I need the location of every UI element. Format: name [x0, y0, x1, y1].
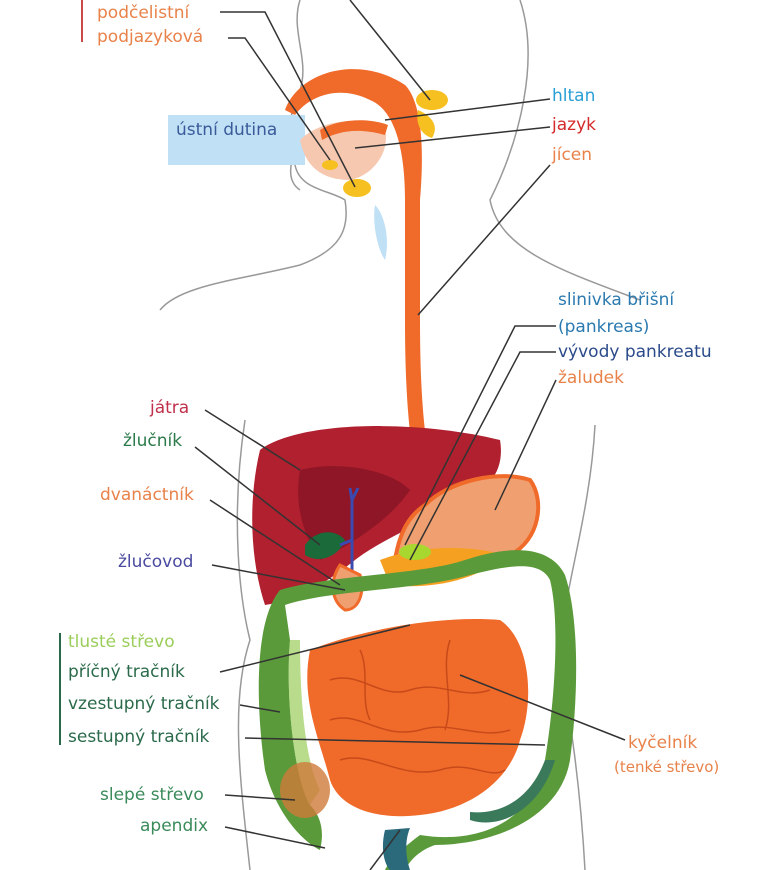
label-podcelistni: podčelistní: [97, 3, 191, 23]
label-jicen: jícen: [551, 145, 592, 165]
parotid-gland: [416, 90, 448, 110]
label-apendix: apendix: [140, 816, 208, 836]
leader-lines: [194, 0, 626, 870]
label-jazyk: jazyk: [551, 115, 596, 135]
lip-shape: [320, 120, 388, 140]
colon-highlight: [288, 640, 320, 805]
label-slinivka: slinivka břišní: [558, 290, 675, 310]
sublingual-gland: [322, 160, 338, 170]
label-pankreas: (pankreas): [558, 317, 649, 337]
oral-cavity-highlight: [168, 115, 305, 165]
label-hltan: hltan: [552, 86, 595, 106]
label-zaludek: žaludek: [558, 368, 624, 388]
label-zlucnik: žlučník: [123, 431, 182, 451]
label-zlucovod: žlučovod: [118, 552, 193, 572]
label-pricny-tracnik: příčný tračník: [68, 662, 185, 682]
trachea-shape: [374, 205, 387, 260]
submandibular-gland: [343, 179, 371, 197]
label-vzestupny-tracnik: vzestupný tračník: [68, 694, 220, 714]
label-tluste-strevo: tlusté střevo: [68, 632, 175, 652]
gallbladder-shape: [305, 532, 345, 560]
label-slepe-strevo: slepé střevo: [100, 785, 204, 805]
label-ustni-dutina: ústní dutina: [176, 120, 277, 140]
label-kycelnik: kyčelník: [628, 733, 697, 753]
rectum-shape: [382, 828, 410, 870]
label-jatra: játra: [149, 398, 189, 418]
label-sestupny-tracnik: sestupný tračník: [68, 727, 210, 747]
cecum-shape: [280, 762, 330, 818]
label-dvanactnik: dvanáctník: [100, 485, 194, 505]
label-tenke-strevo: (tenké střevo): [614, 758, 719, 776]
small-intestine-shape: [307, 619, 529, 817]
label-podjazykova: podjazyková: [97, 27, 203, 47]
small-intestine-folds: [329, 639, 511, 774]
sigmoid-colon: [470, 760, 555, 823]
label-vyvody-pankreatu: vývody pankreatu: [558, 342, 712, 362]
parotid-gland-lower: [417, 110, 435, 138]
